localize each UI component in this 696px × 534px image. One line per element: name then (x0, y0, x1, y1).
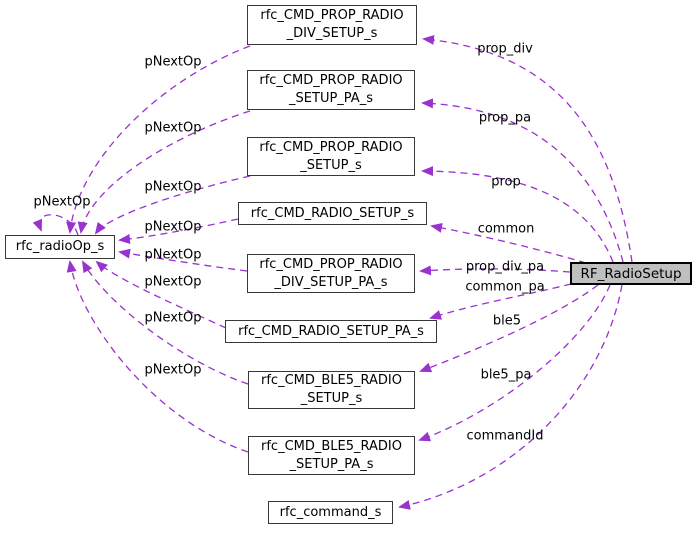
node-label-line: rfc_CMD_BLE5_RADIO (261, 373, 402, 388)
node-rfc-radioop-s[interactable]: rfc_radioOp_s (5, 235, 115, 259)
node-rfc-cmd-prop-radio-setup-s[interactable]: rfc_CMD_PROP_RADIO _SETUP_s (247, 137, 415, 176)
edge-rf-radiosetup-to-rfc-cmd-prop-radio-div-setup-pa-s (419, 265, 571, 276)
edge-rf-radiosetup-to-rfc-cmd-ble5-radio-setup-pa-s (418, 284, 611, 442)
node-rf-radiosetup: RF_RadioSetup (570, 262, 692, 285)
edge-rfc-cmd-prop-radio-div-setup-pa-s-to-rfc-radioop-s (118, 248, 248, 272)
edge-rf-radiosetup-to-rfc-cmd-radio-setup-s (430, 222, 587, 264)
node-label-line: rfc_CMD_PROP_RADIO (259, 73, 403, 88)
node-rfc-cmd-ble5-radio-setup-s[interactable]: rfc_CMD_BLE5_RADIO _SETUP_s (248, 371, 415, 409)
edge-rfc-cmd-prop-radio-div-setup-s-to-rfc-radioop-s (66, 45, 251, 234)
node-rfc-cmd-prop-radio-div-setup-s[interactable]: rfc_CMD_PROP_RADIO _DIV_SETUP_s (247, 5, 417, 45)
edge-rfc-cmd-prop-radio-setup-s-to-rfc-radioop-s (94, 175, 251, 235)
edge-rfc-radioop-s-to-rfc-radioop-s (32, 214, 79, 236)
node-label-line: rfc_CMD_RADIO_SETUP_s (250, 205, 415, 221)
node-rfc-cmd-ble5-radio-setup-pa-s[interactable]: rfc_CMD_BLE5_RADIO _SETUP_PA_s (248, 436, 415, 475)
edge-rfc-cmd-prop-radio-setup-pa-s-to-rfc-radioop-s (77, 110, 251, 234)
node-label-line: _DIV_SETUP_PA_s (274, 274, 388, 290)
node-label-line: rfc_CMD_RADIO_SETUP_PA_s (238, 323, 424, 339)
edge-rf-radiosetup-to-rfc-cmd-prop-radio-div-setup-s (422, 34, 633, 263)
node-label-line: _SETUP_PA_s (289, 91, 373, 106)
node-label-line: _SETUP_s (300, 157, 362, 173)
edge-rfc-cmd-ble5-radio-setup-s-to-rfc-radioop-s (82, 260, 249, 385)
edge-rfc-cmd-radio-setup-s-to-rfc-radioop-s (118, 218, 239, 244)
node-label-line: rfc_CMD_PROP_RADIO (259, 139, 403, 155)
node-rfc-command-s[interactable]: rfc_command_s (268, 501, 393, 524)
edge-rfc-cmd-radio-setup-pa-s-to-rfc-radioop-s (95, 260, 227, 329)
node-label-line: rfc_CMD_PROP_RADIO (260, 8, 404, 23)
edge-rf-radiosetup-to-rfc-cmd-prop-radio-setup-pa-s (421, 98, 624, 263)
edge-rf-radiosetup-to-rfc-command-s (398, 284, 623, 510)
node-label-line: _SETUP_PA_s (289, 456, 374, 472)
edge-rf-radiosetup-to-rfc-cmd-prop-radio-setup-s (421, 166, 614, 263)
node-rfc-cmd-radio-setup-pa-s[interactable]: rfc_CMD_RADIO_SETUP_PA_s (225, 320, 437, 343)
node-label-line: _SETUP_s (300, 391, 363, 406)
edge-rfc-cmd-ble5-radio-setup-pa-s-to-rfc-radioop-s (66, 260, 249, 453)
node-label-line: rfc_CMD_PROP_RADIO (259, 256, 403, 272)
edge-rf-radiosetup-to-rfc-cmd-radio-setup-pa-s (429, 283, 572, 320)
node-rfc-cmd-prop-radio-div-setup-pa-s[interactable]: rfc_CMD_PROP_RADIO _DIV_SETUP_PA_s (247, 254, 415, 293)
edge-rf-radiosetup-to-rfc-cmd-ble5-radio-setup-s (419, 284, 599, 373)
node-rfc-cmd-radio-setup-s[interactable]: rfc_CMD_RADIO_SETUP_s (238, 202, 427, 225)
node-label-line: RF_RadioSetup (580, 265, 682, 282)
node-rfc-cmd-prop-radio-setup-pa-s[interactable]: rfc_CMD_PROP_RADIO _SETUP_PA_s (247, 70, 415, 110)
node-label-line: _DIV_SETUP_s (286, 26, 378, 41)
node-label-line: rfc_radioOp_s (15, 239, 105, 254)
node-label-line: rfc_command_s (279, 504, 382, 520)
node-label-line: rfc_CMD_BLE5_RADIO (261, 438, 402, 454)
